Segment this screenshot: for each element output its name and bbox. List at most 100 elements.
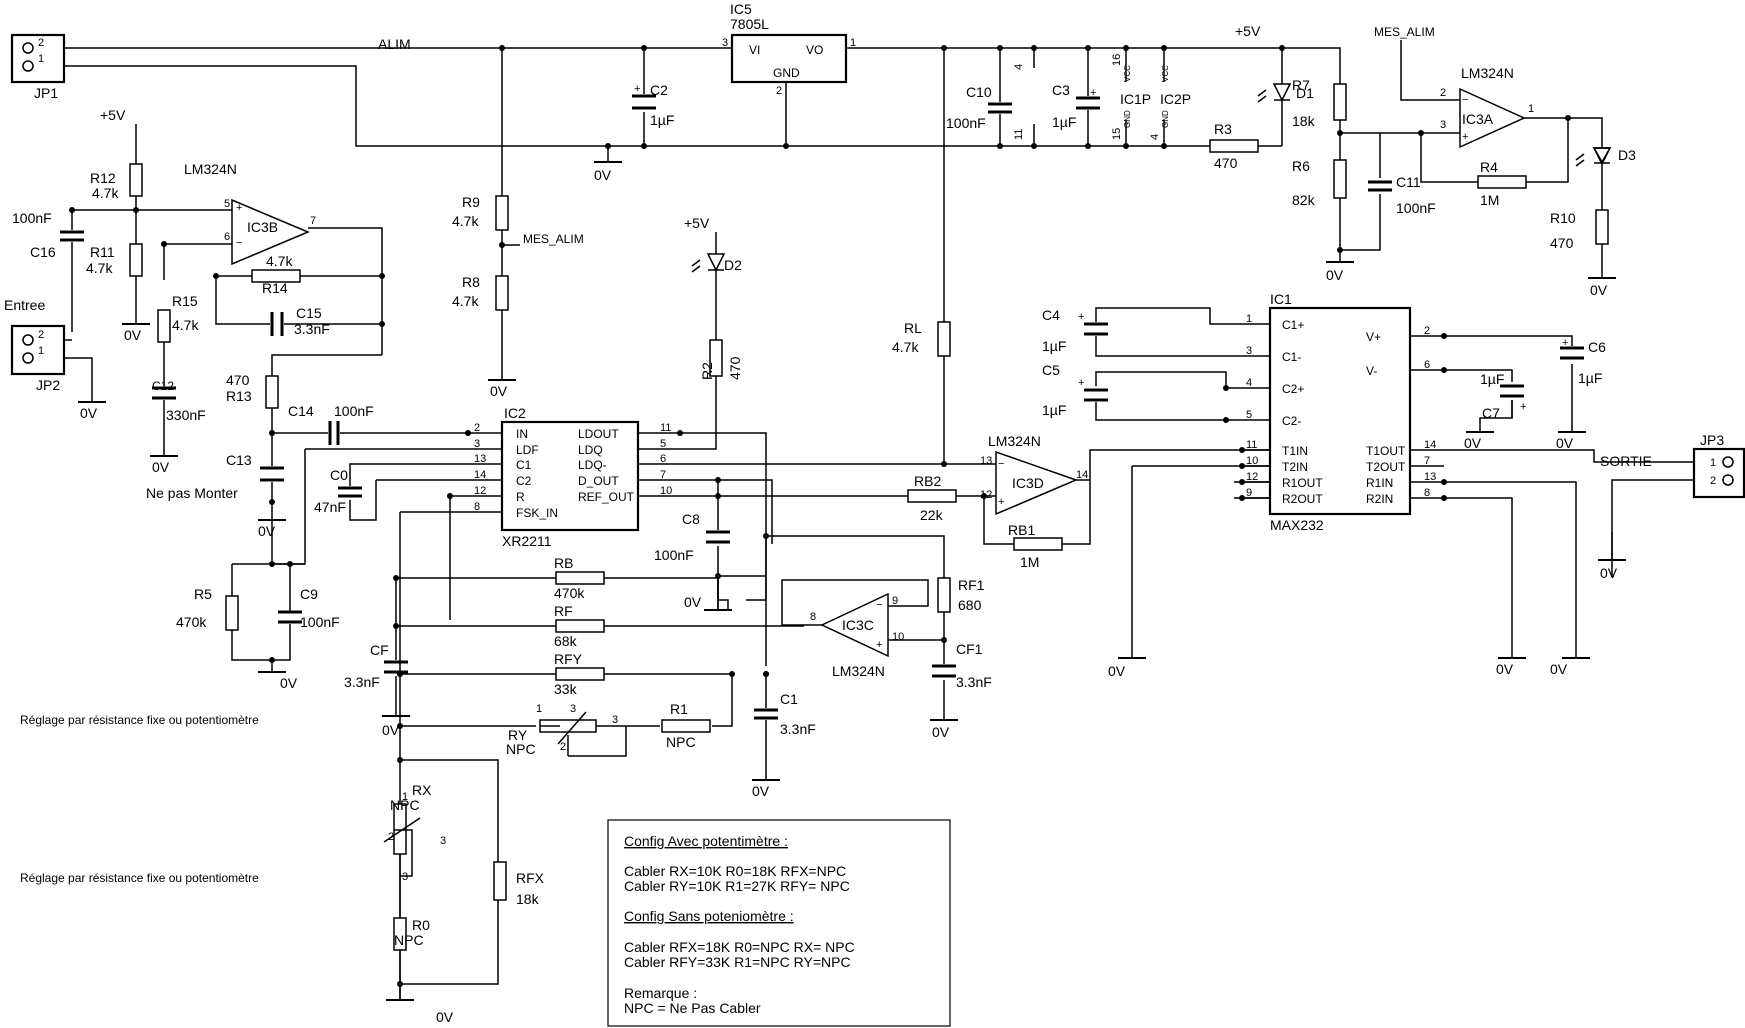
pin-number: 16 [1111, 54, 1123, 66]
svg-text:+: + [1520, 401, 1526, 413]
xr2211-section: IC2 XR2211 IN2LDF3C113C214R12FSK_IN8LDOU… [176, 45, 1234, 691]
jp1-connector [10, 33, 66, 84]
gnd-label: 0V [152, 459, 170, 475]
vcc-label: VCC [1161, 65, 1170, 82]
rx-ref: RX [412, 782, 432, 798]
jp1-pin: 2 [38, 37, 44, 49]
pin-number: 3 [1440, 119, 1446, 131]
ic5-pin: 1 [850, 37, 856, 49]
ic2-part: XR2211 [502, 533, 552, 549]
ic2-pin-name: C1 [516, 458, 532, 472]
ic3a-part: LM324N [1461, 65, 1514, 81]
rfx-value: 18k [516, 891, 540, 907]
rfx-ref: RFX [516, 870, 545, 886]
ic3d-label: IC3D [1012, 475, 1044, 491]
rb-value: 470k [554, 585, 585, 601]
c14-ref: C14 [288, 403, 314, 419]
c0-ref: C0 [330, 467, 348, 483]
ic1-pin-number: 1 [1246, 313, 1252, 325]
notes-line: Cabler RFX=18K R0=NPC RX= NPC [624, 939, 855, 955]
ic2-pin-number: 12 [474, 485, 486, 497]
pin-number: 10 [892, 631, 904, 643]
pot-pin: 3 [402, 871, 408, 883]
ic5-pin: 3 [722, 37, 728, 49]
pin-number: 14 [1076, 469, 1088, 481]
c1-ref: C1 [780, 691, 798, 707]
r6-value: 82k [1292, 192, 1316, 208]
rb-ref: RB [554, 555, 573, 571]
c10-ref: C10 [966, 84, 992, 100]
rb1-value: 1M [1020, 554, 1039, 570]
gnd-label: 0V [1326, 267, 1344, 283]
rb1-ref: RB1 [1008, 522, 1035, 538]
rb2-value: 22k [920, 507, 944, 523]
ic2-pin-number: 14 [474, 469, 486, 481]
ic1-pin-name: T2OUT [1366, 460, 1406, 474]
rfy-ref: RFY [554, 651, 583, 667]
config-notes: Config Avec potentimètre :Cabler RX=10K … [607, 819, 951, 1027]
gnd-label: 0V [1464, 435, 1482, 451]
ic2-pin-number: 7 [660, 469, 666, 481]
d2-ref: D2 [724, 257, 742, 273]
pin-number: 4 [1013, 64, 1025, 70]
jp2-pin: 1 [38, 345, 44, 357]
r10-value: 470 [1550, 235, 1574, 251]
gnd-label: 0V [1590, 282, 1608, 298]
gnd-label: 0V [436, 1009, 454, 1025]
c0-value: 47nF [314, 499, 346, 515]
ic2-pin-name: IN [516, 427, 528, 441]
c1-value: 3.3nF [780, 721, 816, 737]
ic1-pin-number: 10 [1246, 455, 1258, 467]
c15-value: 3.3nF [294, 321, 330, 337]
ic1-pin-number: 12 [1246, 471, 1258, 483]
notes-line: Cabler RY=10K R1=27K RFY= NPC [624, 878, 850, 894]
pin-number: 8 [810, 611, 816, 623]
ic3a-label: IC3A [1462, 111, 1494, 127]
ic3b-part: LM324N [184, 161, 237, 177]
c13-ref: C13 [226, 452, 252, 468]
ic1-pin-number: 13 [1424, 471, 1436, 483]
gnd-label: 0V [280, 675, 298, 691]
jp3-label: JP3 [1700, 432, 1724, 448]
ic2-pin-name: C2 [516, 474, 532, 488]
d3-ref: D3 [1618, 147, 1636, 163]
filter-section: CF 3.3nF 0V RB 470k RF 68k RFY 33k IC3C … [20, 496, 992, 1025]
pot-pin: 3 [440, 835, 446, 847]
ic1-pin-number: 9 [1246, 487, 1252, 499]
r13-ref: R13 [226, 388, 252, 404]
r6-ref: R6 [1292, 158, 1310, 174]
c16-ref: C16 [30, 244, 56, 260]
pot-pin: 3 [570, 703, 576, 715]
c5-ref: C5 [1042, 362, 1060, 378]
r1-value: NPC [666, 734, 696, 750]
ic1-pin-name: C2+ [1282, 382, 1304, 396]
ic2-ref: IC2 [504, 405, 526, 421]
pot-pin: 2 [388, 831, 394, 843]
ic1-pin-name: R1IN [1366, 476, 1393, 490]
gnd-label: 0V [382, 722, 400, 738]
ic1-pin-number: 8 [1424, 487, 1430, 499]
r2-ref: R2 [699, 362, 715, 380]
pin-number: 13 [980, 455, 992, 467]
ic5-value: 7805L [730, 16, 769, 32]
ic5-regulator [730, 33, 848, 84]
ic2-pin-name: LDOUT [578, 427, 619, 441]
gnd-label: 0V [258, 523, 276, 539]
jp1-label: JP1 [34, 85, 58, 101]
jp2-label: JP2 [36, 377, 60, 393]
rf1-ref: RF1 [958, 577, 985, 593]
pot-pin: 1 [536, 703, 542, 715]
pin-number: 4 [1149, 134, 1161, 140]
c8-ref: C8 [682, 511, 700, 527]
notes-line: Cabler RFY=33K R1=NPC RY=NPC [624, 954, 851, 970]
ic1-pin-name: T2IN [1282, 460, 1308, 474]
rb2-ref: RB2 [914, 473, 941, 489]
ic1-pin-number: 14 [1424, 439, 1436, 451]
rf-ref: RF [554, 603, 573, 619]
ic1-part: MAX232 [1270, 517, 1324, 533]
gnd-label: GND [1123, 110, 1132, 128]
ic3d-part: LM324N [988, 433, 1041, 449]
ic3c-label: IC3C [842, 617, 874, 633]
gnd-label: 0V [80, 405, 98, 421]
gnd-label: 0V [124, 327, 142, 343]
